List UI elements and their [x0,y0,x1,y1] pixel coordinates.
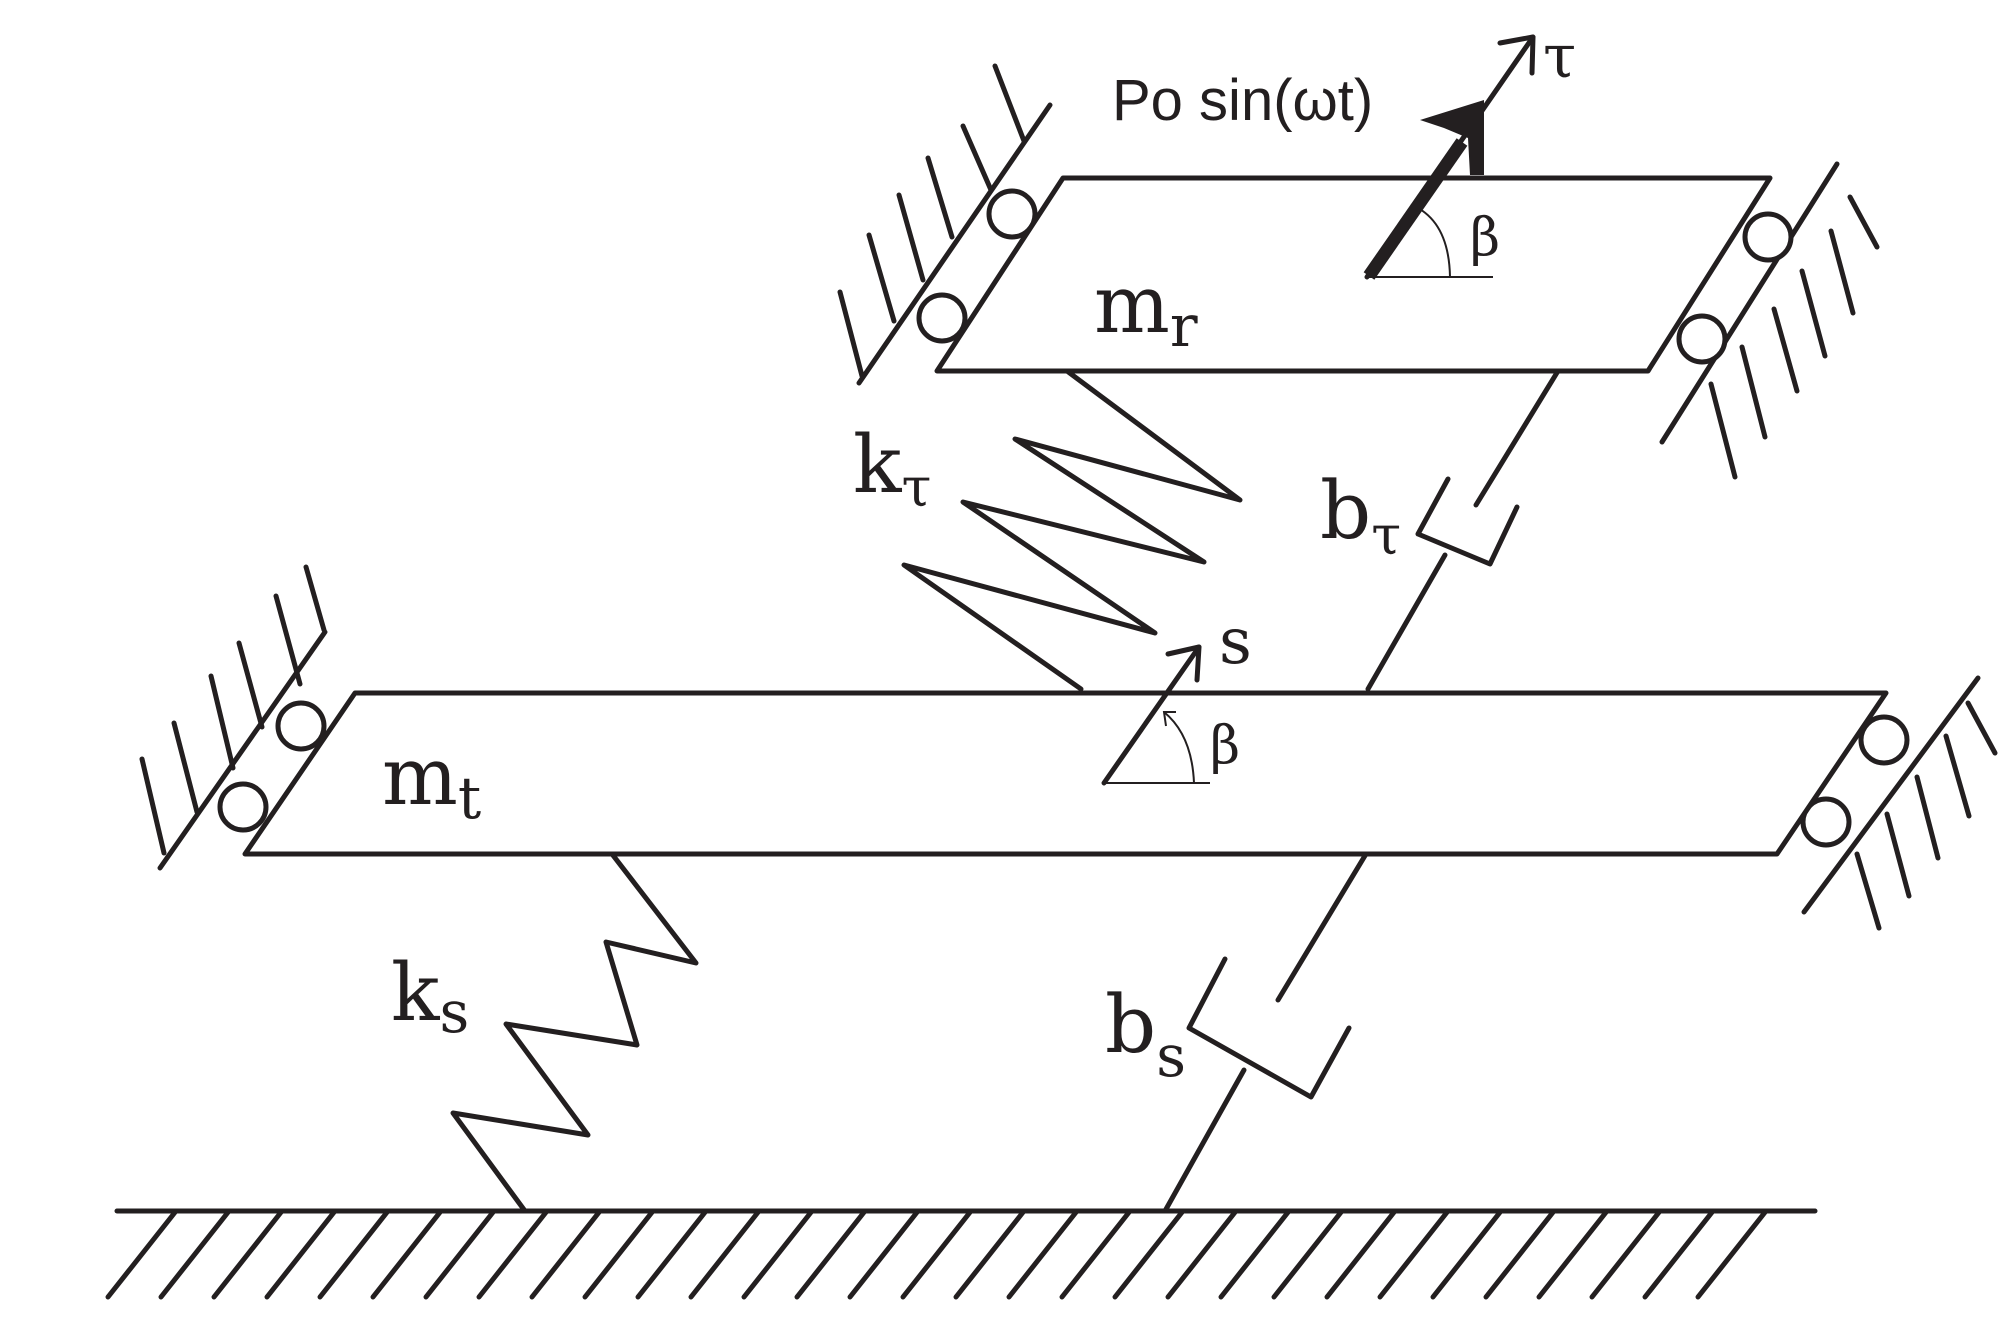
wall-right-lower [1800,675,1998,931]
mass-mr-label: mr [1094,258,1198,360]
damper-bs [1162,851,1369,1214]
roller [275,700,327,752]
mass-mr-body [934,175,1773,374]
ground [105,1208,1818,1300]
mass-mt-label: mt [382,730,481,832]
s-axis [1101,644,1210,786]
roller [217,781,269,833]
roller [1800,796,1852,848]
damper-btau [1365,368,1561,692]
spring-ktau-label: kτ [853,418,931,519]
roller [986,188,1038,240]
roller [916,292,968,344]
spring-ktau [901,368,1243,692]
wall-left-upper [837,63,1053,386]
s-axis-label: s [1219,605,1252,679]
roller [1676,313,1728,365]
roller [1742,211,1794,263]
spring-ks [450,851,699,1214]
wall-left-lower [139,564,328,871]
force-label: Po sin(ωt) [1112,68,1373,133]
damper-bs-label: bs [1105,978,1186,1090]
force-arrow [1363,100,1484,280]
mass-mt-body [242,690,1889,857]
damper-btau-label: bτ [1320,464,1401,567]
spring-ks-label: ks [391,946,469,1046]
wall-right-upper [1659,161,1880,480]
beta-top-label: β [1470,208,1500,268]
beta-bottom-label: β [1210,716,1240,776]
roller [1858,714,1910,766]
tau-axis-label: τ [1543,22,1576,92]
